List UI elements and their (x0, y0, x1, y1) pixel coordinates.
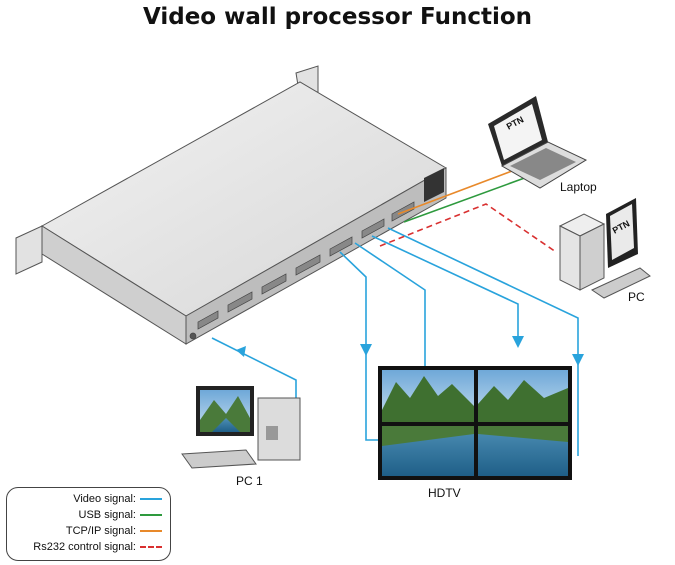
video-wall-processor (15, 65, 447, 345)
legend-swatch (140, 498, 162, 500)
rs232-cable (379, 203, 557, 253)
legend-row-video: Video signal: (73, 492, 162, 506)
page-title: Video wall processor Function (142, 4, 533, 30)
hdtv-video-wall (378, 366, 572, 480)
rack-back-panel (185, 167, 447, 345)
legend-label: Video signal: (73, 493, 136, 505)
laptop-label: Laptop (560, 180, 597, 194)
pc1-label: PC 1 (236, 474, 263, 488)
laptop (488, 96, 588, 189)
pc-label: PC (628, 290, 645, 304)
legend-swatch (140, 514, 162, 516)
usb-cable (403, 175, 531, 223)
pc-right (558, 198, 651, 299)
legend-label: USB signal: (78, 509, 136, 521)
power-module (424, 168, 444, 202)
legend-label: Rs232 control signal: (33, 541, 136, 553)
hdtv-label: HDTV (428, 486, 461, 500)
legend-row-tcpip: TCP/IP signal: (66, 524, 162, 538)
legend-swatch (140, 530, 162, 532)
legend-row-rs232: Rs232 control signal: (33, 540, 162, 554)
pc1 (181, 386, 301, 469)
legend-row-usb: USB signal: (79, 508, 162, 522)
rack-ear-left (15, 225, 43, 275)
rear-connectors (189, 201, 415, 340)
legend-swatch (140, 546, 162, 548)
legend-label: TCP/IP signal: (65, 525, 136, 537)
tcpip-cable (397, 167, 521, 215)
signal-legend: Video signal: USB signal: TCP/IP signal:… (6, 487, 171, 561)
